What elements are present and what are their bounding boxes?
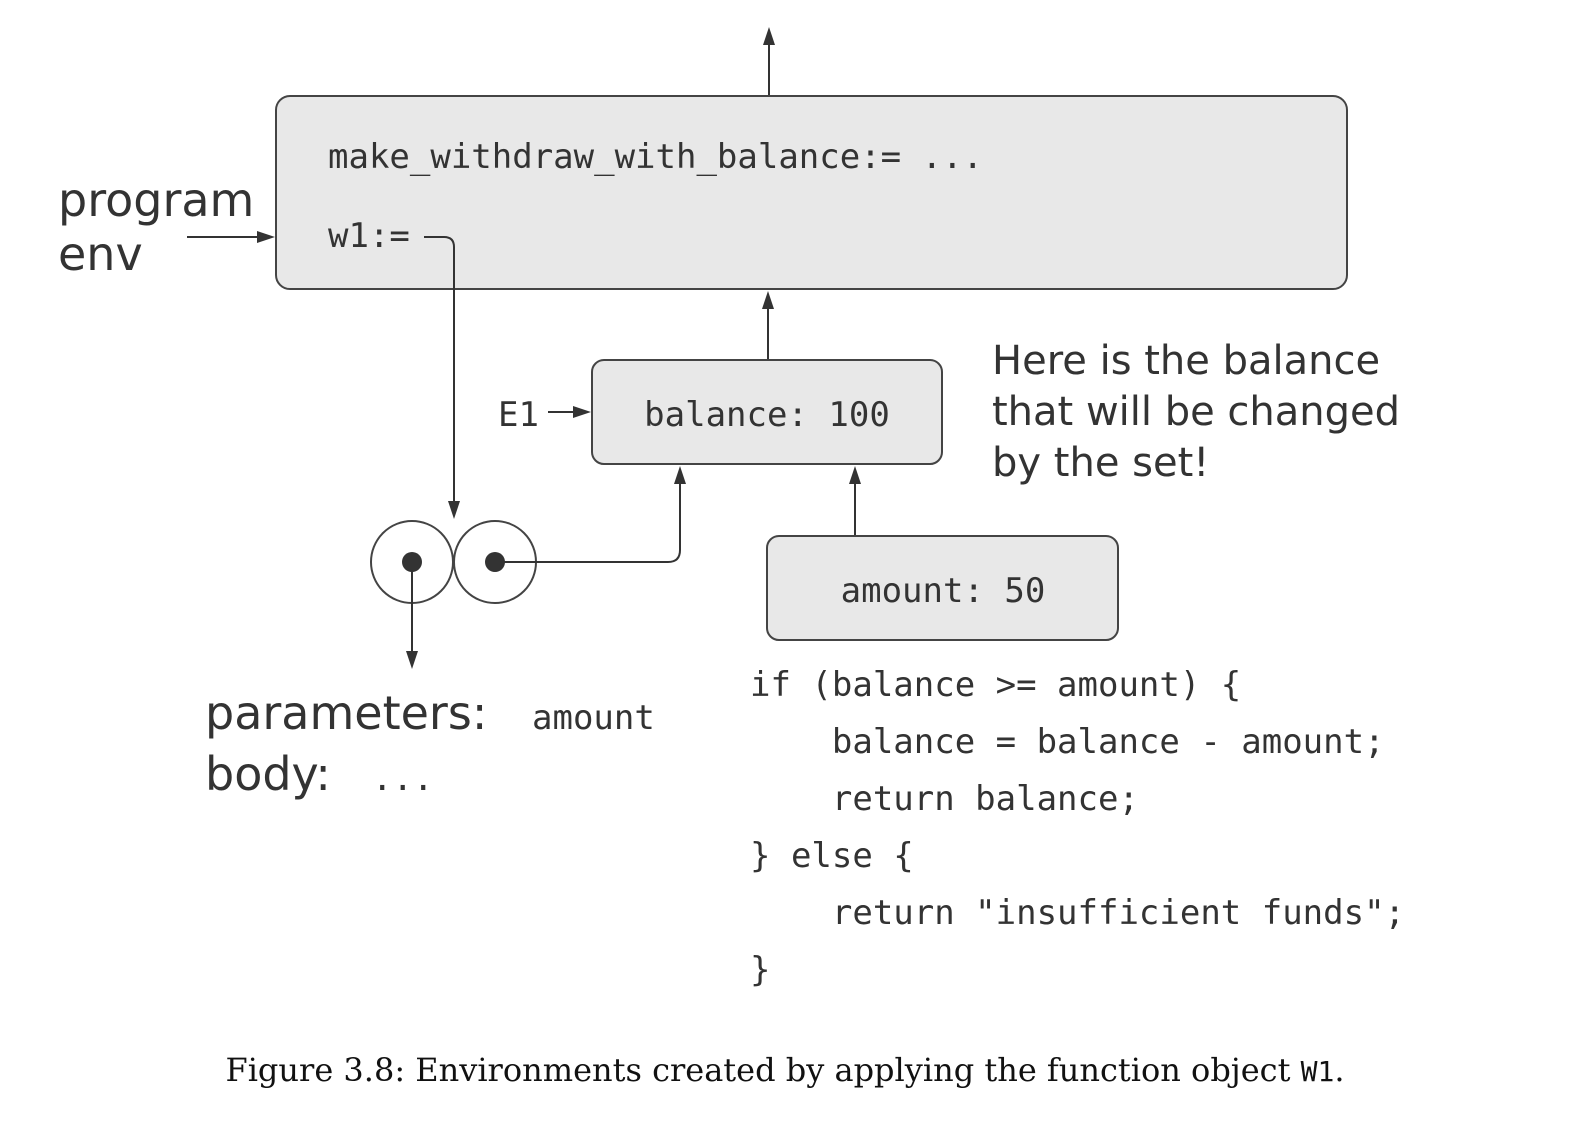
e1-pointer-arrow [548,406,591,418]
note-line3: by the set! [992,440,1209,486]
program-env-label-line2: env [58,227,143,281]
body-value: ... [372,759,433,799]
figure-caption: Figure 3.8: Environments created by appl… [225,1051,1344,1089]
code-line-3: return balance; [750,779,1139,819]
e1-label: E1 [498,395,539,435]
e1-frame [591,359,943,465]
note-line1: Here is the balance [992,338,1380,384]
program-env-pointer-arrow [187,231,275,243]
note-line2: that will be changed [992,389,1400,435]
code-line-5: return "insufficient funds"; [750,893,1405,933]
code-line-2: balance = balance - amount; [750,722,1385,762]
parameters-value: amount [532,698,655,738]
program-env-parent-arrow [763,27,775,96]
binding-make-withdraw: make_withdraw_with_balance:= ... [328,137,983,177]
binding-balance: balance: 100 [644,395,890,435]
parameters-label: parameters: [205,686,487,740]
call-frame [766,535,1119,641]
call-frame-parent-arrow [849,466,861,536]
binding-amount: amount: 50 [841,571,1046,611]
body-label: body: [205,747,331,801]
code-line-6: } [750,950,770,990]
function-body-code: if (balance >= amount) { balance = balan… [750,665,1405,990]
caption-code: W1 [1301,1055,1335,1088]
program-env-label-line1: program [58,173,254,227]
binding-w1: w1:= [328,216,410,256]
caption-end: . [1334,1051,1344,1089]
code-line-4: } else { [750,836,914,876]
w1-to-function-arrow [424,236,460,519]
program-env-frame [275,95,1348,290]
function-code-arrow [406,562,418,669]
function-env-to-e1-arrow [495,466,686,563]
code-line-1: if (balance >= amount) { [750,665,1241,705]
e1-parent-arrow [762,291,774,360]
caption-text: Figure 3.8: Environments created by appl… [225,1051,1300,1089]
